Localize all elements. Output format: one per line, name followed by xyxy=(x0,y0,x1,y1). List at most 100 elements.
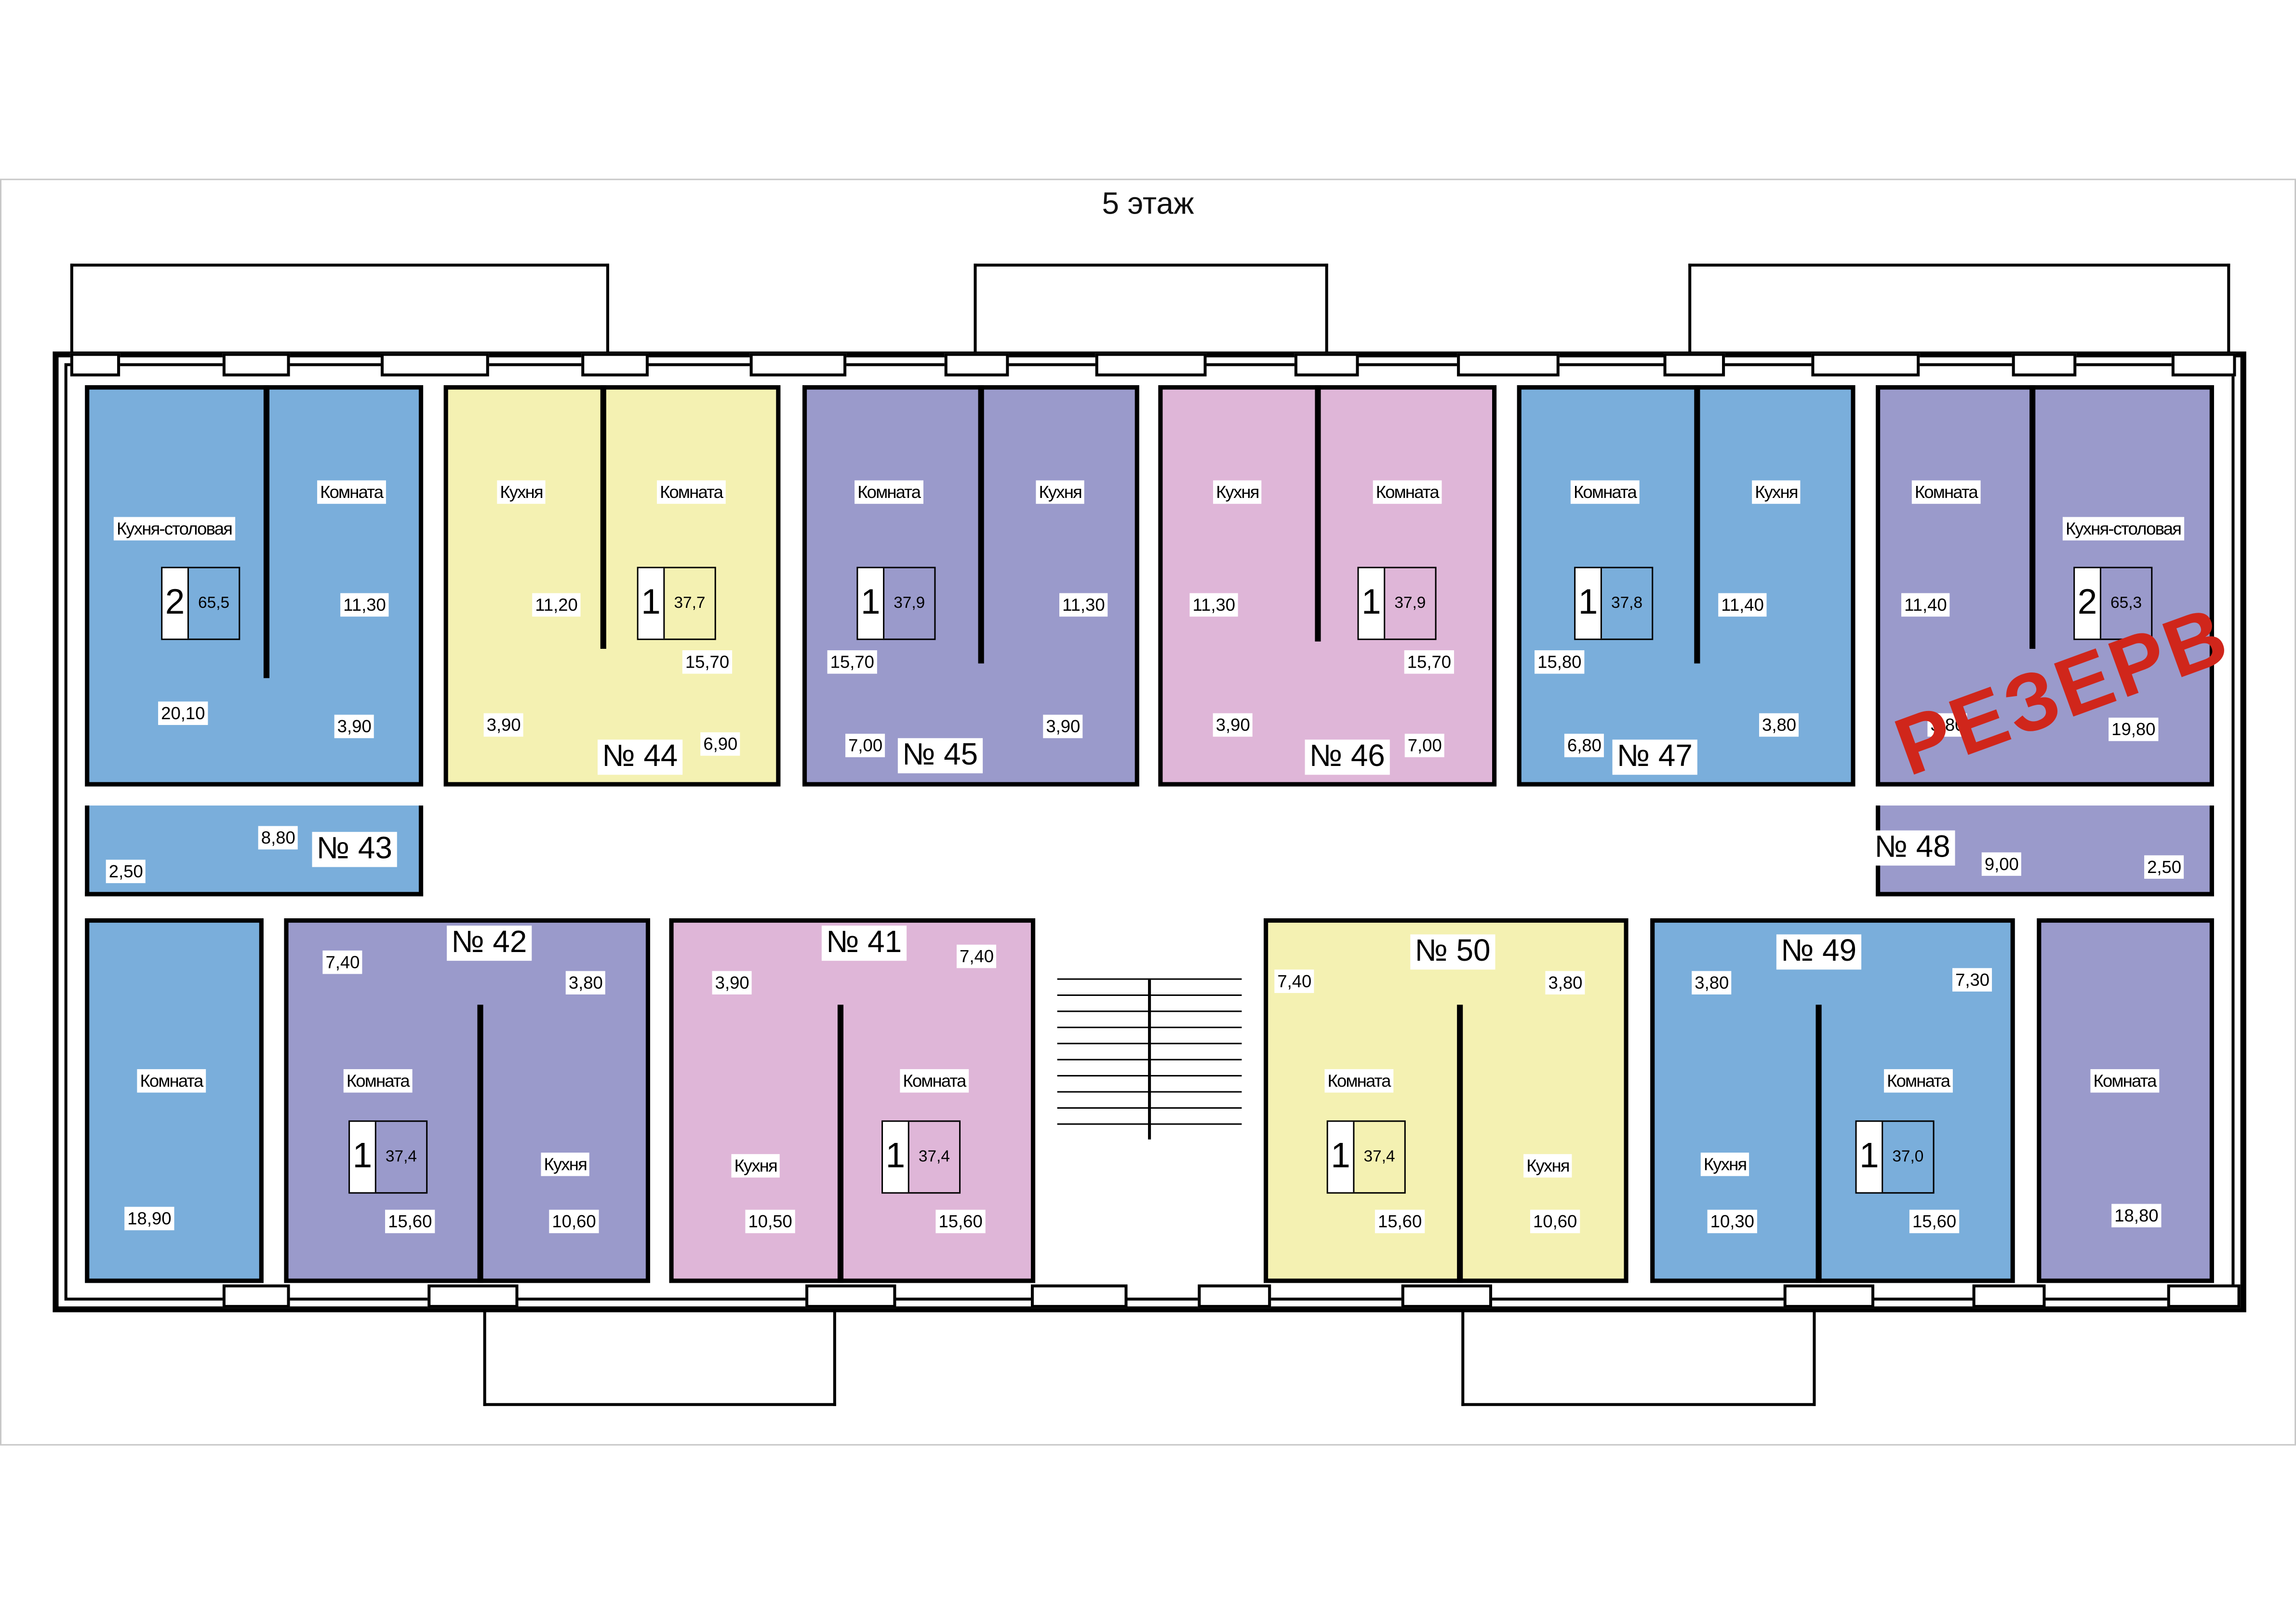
room-name-label: Комната xyxy=(656,480,726,504)
room-name-label: Кухня xyxy=(497,480,546,504)
room-area-label: 3,80 xyxy=(1692,971,1732,995)
apartment-number[interactable]: № 42 xyxy=(447,926,532,961)
room-area-label: 15,60 xyxy=(385,1209,435,1234)
window xyxy=(1095,353,1207,376)
room-name-label: Комната xyxy=(1373,480,1442,504)
room-name-label: Комната xyxy=(2090,1069,2159,1093)
room-name-label: Комната xyxy=(900,1069,969,1093)
apartment-number[interactable]: № 43 xyxy=(312,832,397,867)
room-count: 1 xyxy=(1856,1122,1883,1193)
room-name-label: Кухня xyxy=(1523,1154,1572,1178)
apartment-45[interactable] xyxy=(802,385,1139,787)
stair-step xyxy=(1057,994,1242,996)
partition xyxy=(1315,385,1321,642)
room-area-label: 7,40 xyxy=(956,944,997,968)
room-count: 1 xyxy=(350,1122,376,1193)
room-area-label: 3,80 xyxy=(1927,713,1968,737)
apartment-number[interactable]: № 46 xyxy=(1305,739,1389,775)
room-area-label: 11,40 xyxy=(1901,593,1950,617)
room-name-label: Кухня xyxy=(731,1154,780,1178)
apartment-48-room xyxy=(2037,918,2214,1283)
window xyxy=(1811,353,1920,376)
window xyxy=(1972,1284,2046,1308)
room-area-label: 20,10 xyxy=(158,701,208,725)
room-name-label: Комната xyxy=(854,480,923,504)
partition xyxy=(600,385,606,649)
room-name-label: Комната xyxy=(1570,480,1640,504)
room-count: 1 xyxy=(858,568,885,639)
room-area-label: 3,80 xyxy=(1545,971,1586,995)
room-count: 1 xyxy=(1359,568,1386,639)
room-area-label: 7,30 xyxy=(1952,968,1993,992)
apartment-number[interactable]: № 47 xyxy=(1612,739,1697,775)
partition xyxy=(2029,385,2036,649)
room-count: 2 xyxy=(2075,568,2101,639)
room-area-label: 10,30 xyxy=(1707,1209,1758,1234)
window xyxy=(1457,353,1560,376)
window xyxy=(749,353,847,376)
room-area-label: 8,80 xyxy=(258,826,298,850)
room-area-label: 3,90 xyxy=(1213,713,1253,737)
room-area-label: 3,80 xyxy=(565,971,606,995)
window xyxy=(1783,1284,1875,1308)
staircase xyxy=(1057,978,1242,1140)
apartment-46[interactable] xyxy=(1158,385,1497,787)
partition xyxy=(1694,385,1700,664)
room-name-label: Кухня-столовая xyxy=(113,517,235,541)
room-area-label: 11,30 xyxy=(340,593,389,617)
room-area-label: 7,40 xyxy=(1274,969,1315,993)
room-area-label: 11,30 xyxy=(1059,593,1108,617)
total-area: 37,9 xyxy=(1394,594,1426,613)
room-area-label: 19,80 xyxy=(2109,717,2159,741)
window xyxy=(805,1284,896,1308)
total-area: 65,3 xyxy=(2110,594,2142,613)
apartment-number[interactable]: № 41 xyxy=(821,926,907,961)
stair-step xyxy=(1057,978,1242,980)
window xyxy=(222,353,290,376)
window xyxy=(222,1284,290,1308)
total-area: 37,0 xyxy=(1892,1148,1924,1166)
room-name-label: Комната xyxy=(1911,480,1980,504)
room-area-label: 10,60 xyxy=(1530,1209,1580,1234)
room-area-label: 18,90 xyxy=(124,1207,174,1231)
apartment-number[interactable]: № 48 xyxy=(1870,830,1955,866)
window xyxy=(1401,1284,1493,1308)
room-area-label: 3,90 xyxy=(483,713,524,737)
stair-step xyxy=(1057,1010,1242,1012)
room-name-label: Кухня-столовая xyxy=(2062,517,2184,541)
room-area-label: 15,70 xyxy=(1404,650,1455,674)
partition xyxy=(1815,1005,1822,1283)
total-area: 65,5 xyxy=(198,594,230,613)
stair-step xyxy=(1057,1043,1242,1045)
room-area-label: 3,90 xyxy=(1043,714,1083,738)
apartment-number[interactable]: № 50 xyxy=(1410,934,1495,970)
room-area-label: 11,30 xyxy=(1189,593,1239,617)
window xyxy=(70,353,120,376)
room-area-label: 6,80 xyxy=(1564,734,1605,757)
apartment-number[interactable]: № 44 xyxy=(598,739,682,775)
total-area: 37,7 xyxy=(674,594,706,613)
window xyxy=(427,1284,519,1308)
stair-step xyxy=(1057,1123,1242,1125)
apartment-number[interactable]: № 49 xyxy=(1776,934,1861,970)
room-name-label: Комната xyxy=(343,1069,412,1093)
room-count: 1 xyxy=(1575,568,1602,639)
window xyxy=(1663,353,1725,376)
apartment-47[interactable] xyxy=(1517,385,1855,787)
room-name-label: Кухня xyxy=(1036,480,1085,504)
room-count: 1 xyxy=(638,568,665,639)
window xyxy=(2012,353,2077,376)
room-name-label: Комната xyxy=(1324,1069,1393,1093)
room-area-label: 11,20 xyxy=(532,593,581,617)
partition xyxy=(477,1005,483,1283)
room-area-label: 11,40 xyxy=(1718,593,1767,617)
window xyxy=(944,353,1009,376)
apartment-number[interactable]: № 45 xyxy=(897,738,983,774)
